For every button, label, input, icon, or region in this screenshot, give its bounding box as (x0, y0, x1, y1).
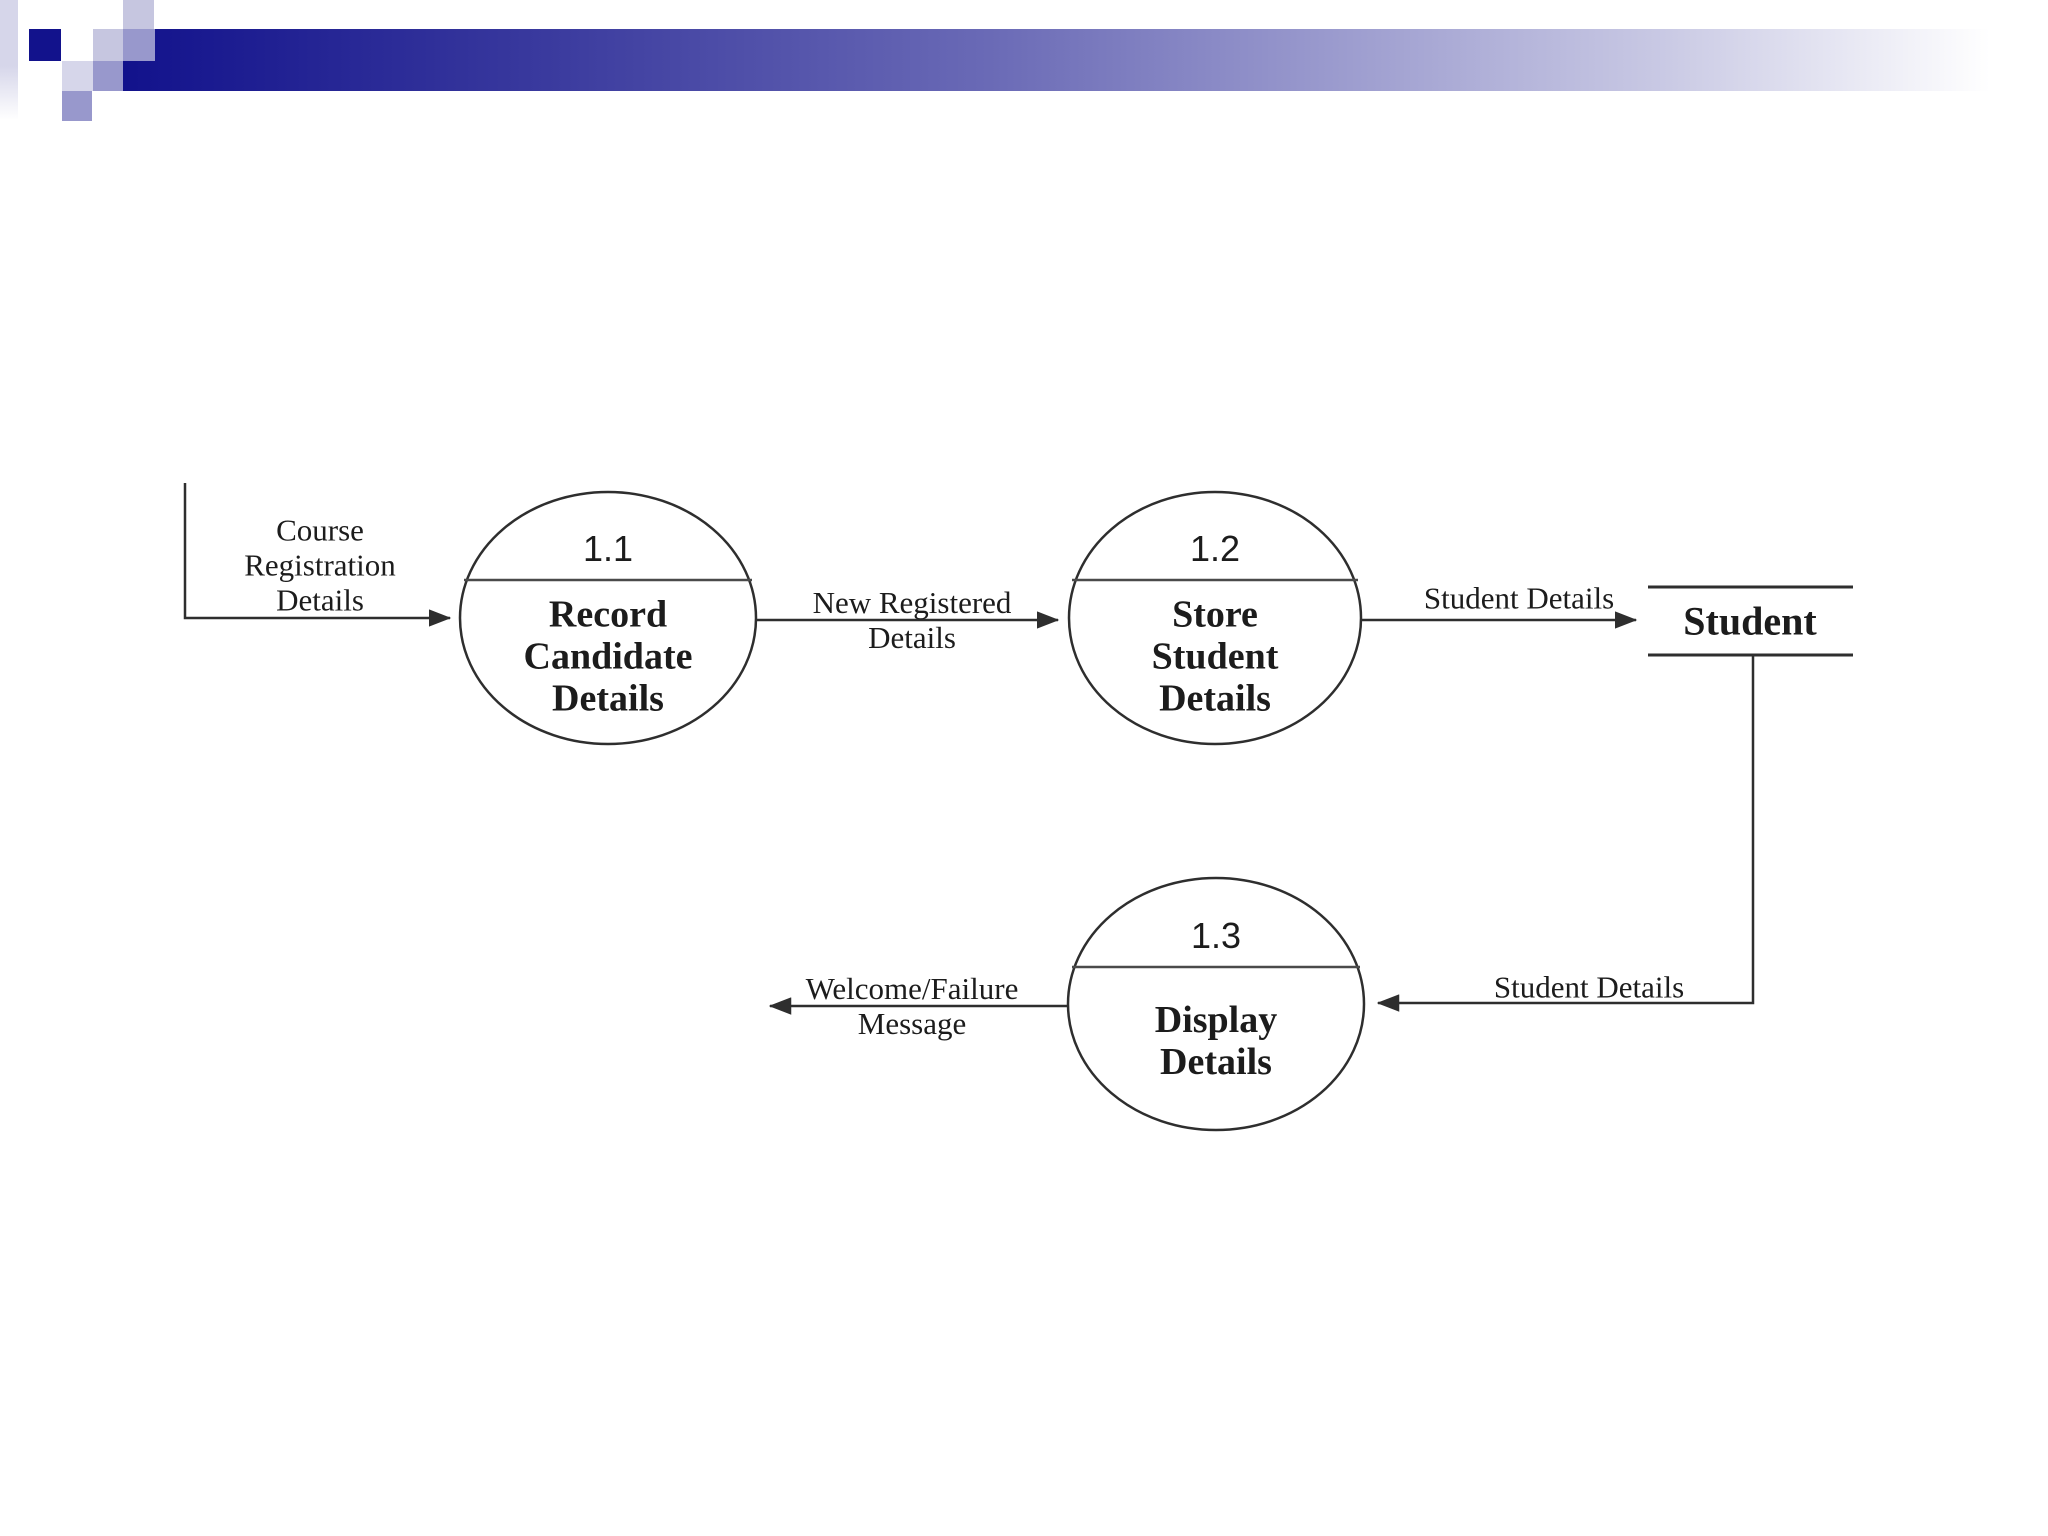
flow-label-new-registered: New Registered Details (812, 584, 1012, 655)
header-gradient-bar (123, 29, 2048, 91)
process-id-1-2: 1.2 (1189, 528, 1241, 569)
process-id-1-3: 1.3 (1190, 915, 1242, 956)
decor-square-lavender-a (93, 29, 123, 61)
decor-square-purple-notch (123, 29, 155, 61)
decor-square-lavender-b (62, 61, 93, 91)
flow-label-student-details-store: Student Details (1423, 580, 1615, 616)
process-circle-1-2 (1067, 490, 1363, 746)
decor-square-purple-a (93, 61, 123, 91)
decor-square-purple-b (62, 91, 92, 121)
process-circle-1-3 (1066, 876, 1366, 1132)
decor-square-navy (29, 29, 61, 61)
decor-square-lavender-top (123, 0, 154, 29)
flow-label-student-details-display: Student Details (1493, 969, 1685, 1005)
flow-label-welcome-failure: Welcome/Failure Message (805, 970, 1019, 1041)
process-name-1-3: Display Details (1154, 999, 1278, 1083)
entity-student-label: Student (1683, 598, 1817, 644)
process-name-1-2: Store Student Details (1151, 593, 1279, 719)
flow-arrow-course-registration (183, 483, 452, 627)
process-id-1-1: 1.1 (582, 528, 634, 569)
decor-left-strip (0, 0, 18, 120)
flow-label-course-registration: Course Registration Details (244, 512, 396, 618)
process-name-1-1: Record Candidate Details (523, 593, 693, 719)
process-circle-1-1 (458, 490, 758, 746)
flow-arrow-student-details-display (1376, 656, 1755, 1012)
